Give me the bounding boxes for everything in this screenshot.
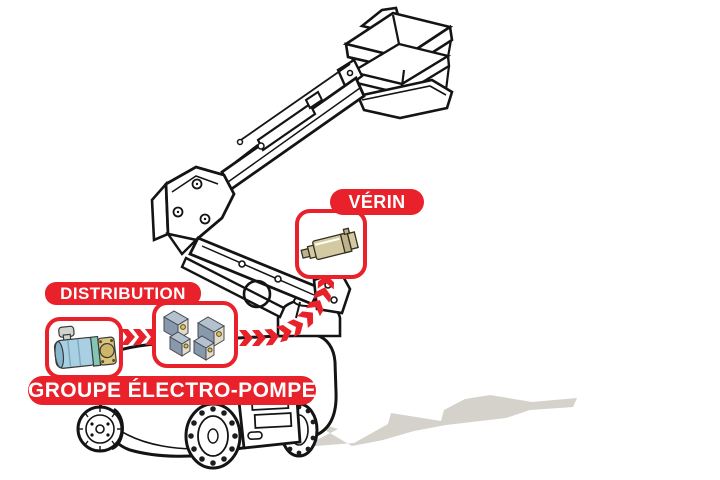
distribution-label: DISTRIBUTION bbox=[45, 282, 201, 305]
ground-shadow bbox=[303, 395, 577, 447]
electro-pump-icon bbox=[53, 325, 117, 369]
verin-part-box bbox=[295, 209, 367, 279]
hydraulic-cylinder-icon bbox=[300, 227, 359, 261]
lower-arm bbox=[180, 236, 352, 319]
basket bbox=[336, 6, 454, 120]
distribution-part-box bbox=[152, 301, 238, 368]
valve-block-icon bbox=[163, 310, 225, 361]
left-wheel bbox=[76, 405, 124, 453]
verin-label: VÉRIN bbox=[330, 189, 424, 215]
upper-boom bbox=[220, 63, 366, 193]
elbow-joint bbox=[150, 165, 236, 256]
groupe-electro-pompe-label: GROUPE ÉLECTRO-POMPE bbox=[28, 376, 316, 405]
distribution-to-verin-arrow bbox=[239, 274, 335, 346]
groupe-electro-pompe-part-box bbox=[45, 317, 123, 379]
